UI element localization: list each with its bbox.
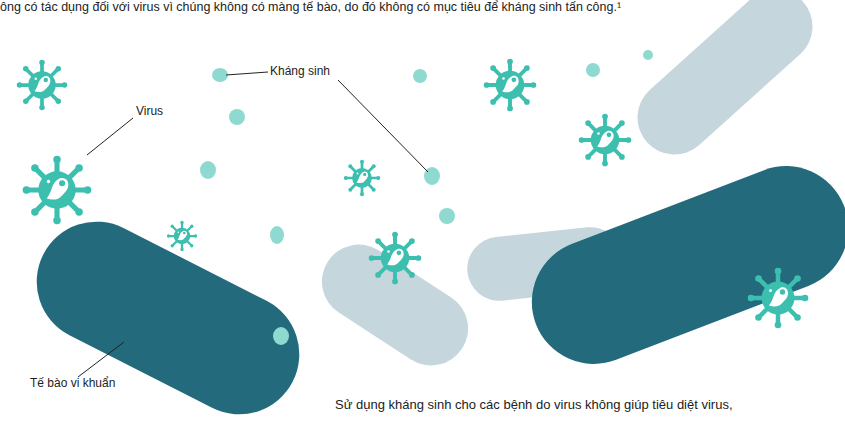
bacterium-cell [16,148,845,422]
intro-note: ông có tác dụng đối với virus vì chúng k… [0,0,621,14]
virus-label: Virus [136,104,163,118]
bacterium-label: Tế bào vi khuẩn [30,376,115,390]
virus-particles [17,59,809,329]
antibiotic-particles [200,50,653,345]
conclusion-note: Sử dụng kháng sinh cho các bệnh do virus… [335,398,835,412]
leader-lines [78,72,428,377]
antibiotic-label: Kháng sinh [270,64,330,78]
